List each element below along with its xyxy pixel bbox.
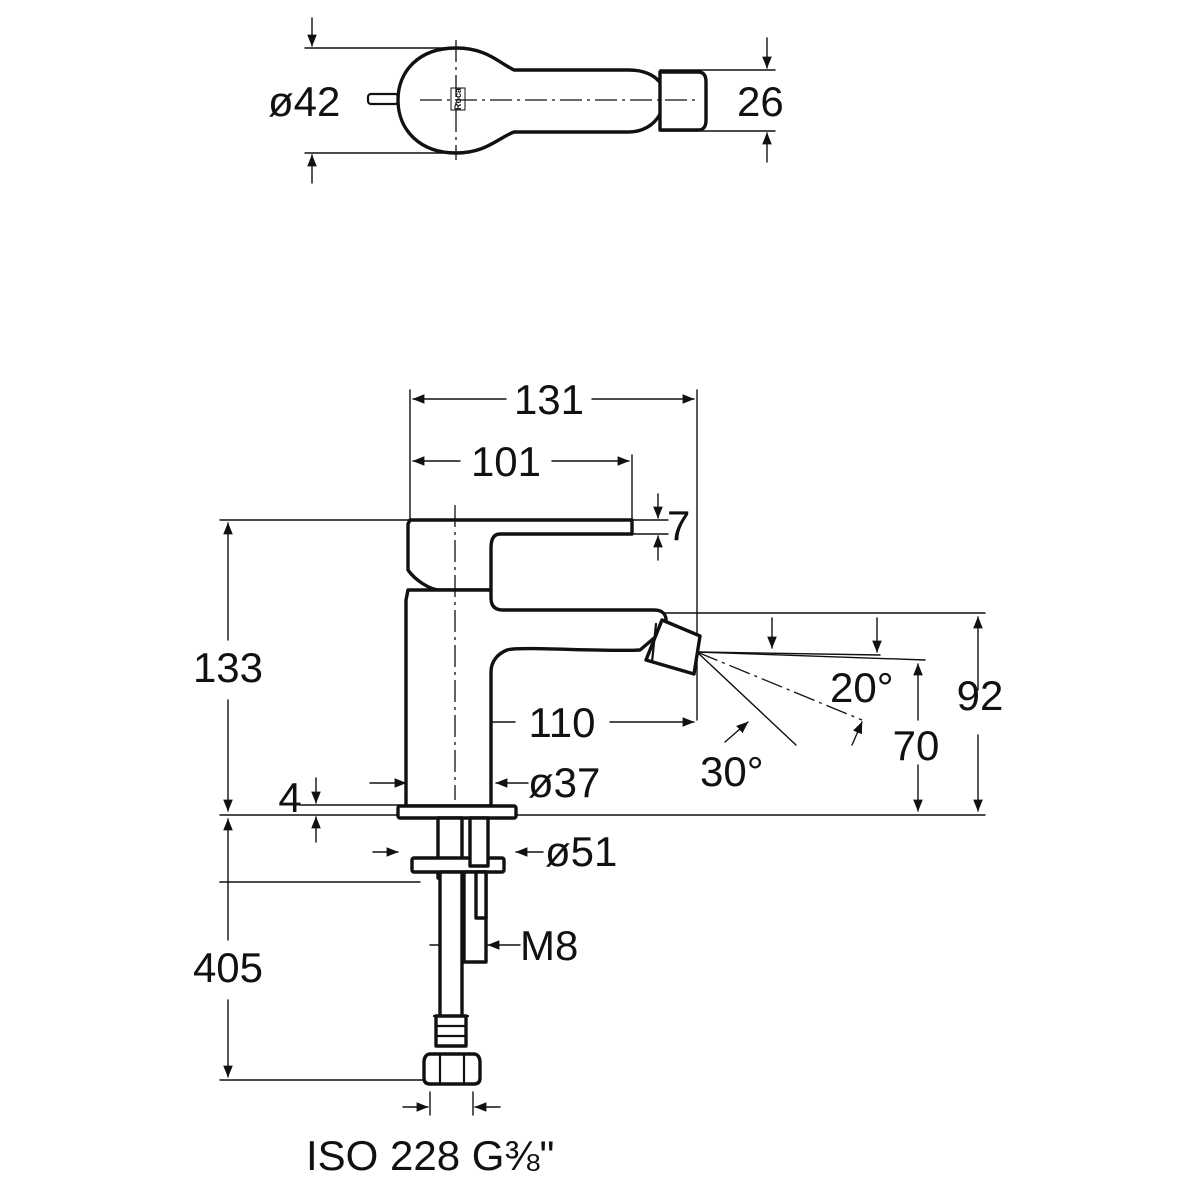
ext-line-70-top (696, 651, 926, 661)
spout-aerator (644, 618, 702, 676)
hose-ferrule (434, 1014, 468, 1048)
dim-label-110: 110 (529, 699, 596, 746)
top-view-spout-cap (658, 70, 708, 132)
angle-arrow-70-axis (851, 721, 863, 746)
dim-label-133: 133 (193, 644, 263, 691)
dim-label-diameter-42: ø42 (268, 78, 340, 125)
dim-label-width-26: 26 (737, 78, 784, 125)
angle-label-20: 20° (830, 664, 894, 711)
hex-nut (422, 1052, 482, 1086)
top-view-handle-pin (366, 92, 400, 106)
threaded-rod (468, 816, 490, 868)
spray-reference-line (696, 651, 881, 656)
brand-logo-text: Roca (453, 87, 463, 110)
dim-label-70: 70 (893, 722, 940, 769)
spray-axis-line (696, 651, 863, 721)
faucet-body (404, 588, 668, 808)
top-view: Roca ø42 26 (268, 17, 784, 184)
flexible-hose (438, 870, 464, 1022)
dim-label-131: 131 (514, 376, 584, 423)
dim-label-101: 101 (471, 438, 541, 485)
dim-label-diameter-37: ø37 (528, 759, 600, 806)
dim-label-405: 405 (193, 944, 263, 991)
brand-logo (450, 87, 466, 111)
lever-handle (406, 518, 634, 592)
aerator-ring (650, 622, 658, 664)
dim-label-4: 4 (278, 774, 301, 821)
mounting-washer (410, 856, 506, 874)
base-plate (396, 804, 518, 820)
spray-cone-line (696, 651, 797, 746)
dim-label-7: 7 (667, 502, 690, 549)
connection-thread-label: ISO 228 G⅜" (306, 1132, 554, 1179)
angle-label-30: 30° (700, 748, 764, 795)
m8-rod-inner (474, 870, 488, 920)
side-view: 131 101 7 133 92 70 (193, 376, 1003, 1179)
dim-label-m8: M8 (520, 922, 578, 969)
dim-label-92: 92 (957, 672, 1004, 719)
dim-label-diameter-51: ø51 (545, 828, 617, 875)
angle-arrow-30 (724, 721, 749, 743)
